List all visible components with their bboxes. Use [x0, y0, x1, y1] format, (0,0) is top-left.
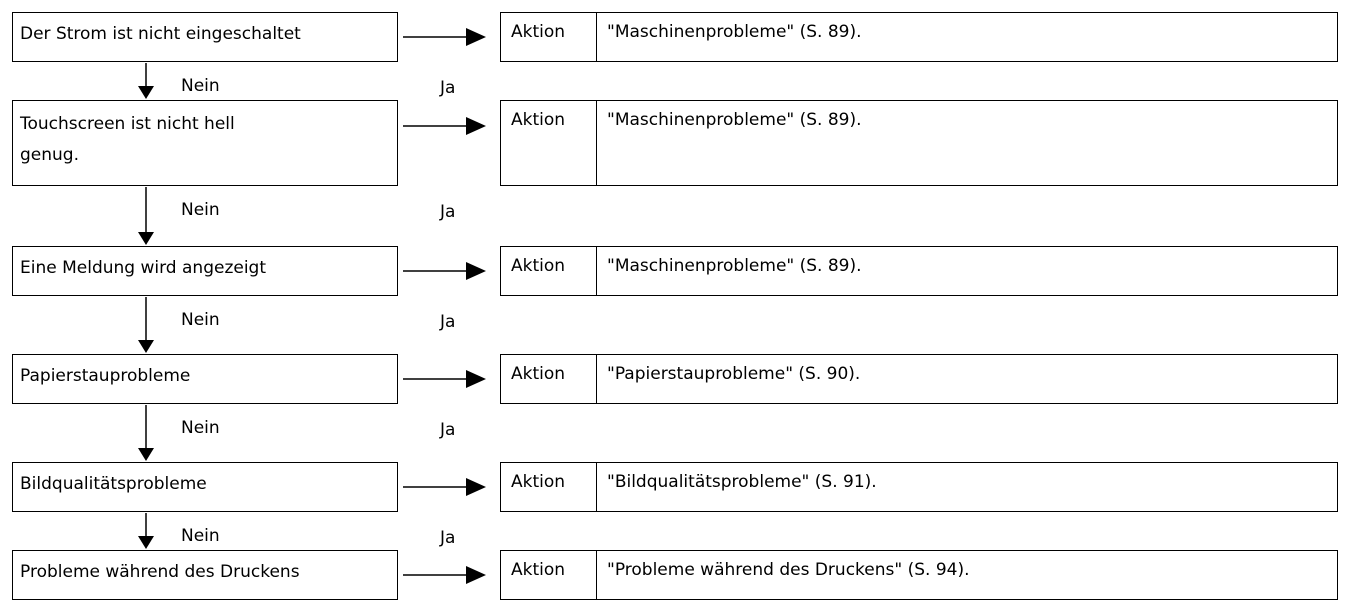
yes-label: Ja — [440, 528, 456, 548]
condition-box-power: Der Strom ist nicht eingeschaltet — [12, 12, 398, 62]
yes-arrow — [403, 566, 486, 584]
condition-text: Papierstauprobleme — [20, 366, 191, 386]
condition-box-paperjam: Papierstauprobleme — [12, 354, 398, 404]
yes-label: Ja — [440, 312, 456, 332]
condition-text: Probleme während des Druckens — [20, 562, 300, 582]
action-label: Aktion — [501, 101, 597, 185]
condition-box-touchscreen: Touchscreen ist nicht hell genug. — [12, 100, 398, 186]
no-label: Nein — [181, 200, 220, 220]
no-label: Nein — [181, 310, 220, 330]
yes-arrow — [403, 370, 486, 388]
no-label: Nein — [181, 526, 220, 546]
action-box-message: Aktion "Maschinenprobleme" (S. 89). — [500, 246, 1338, 296]
yes-arrow — [403, 478, 486, 496]
yes-arrow — [403, 117, 486, 135]
condition-text: Bildqualitätsprobleme — [20, 474, 207, 494]
condition-box-message: Eine Meldung wird angezeigt — [12, 246, 398, 296]
no-label: Nein — [181, 418, 220, 438]
yes-arrow — [403, 262, 486, 280]
action-label: Aktion — [501, 13, 597, 61]
action-label: Aktion — [501, 247, 597, 295]
yes-label: Ja — [440, 78, 456, 98]
condition-text: Touchscreen ist nicht hell genug. — [20, 114, 235, 165]
action-reference: "Probleme während des Druckens" (S. 94). — [607, 560, 970, 580]
no-arrow — [138, 405, 154, 461]
action-box-printing: Aktion "Probleme während des Druckens" (… — [500, 550, 1338, 600]
action-label: Aktion — [501, 355, 597, 403]
condition-box-printing: Probleme während des Druckens — [12, 550, 398, 600]
action-box-imagequality: Aktion "Bildqualitätsprobleme" (S. 91). — [500, 462, 1338, 512]
action-reference: "Maschinenprobleme" (S. 89). — [607, 22, 862, 42]
no-arrow — [138, 63, 154, 99]
yes-label: Ja — [440, 420, 456, 440]
no-arrow — [138, 297, 154, 353]
action-reference: "Maschinenprobleme" (S. 89). — [607, 256, 862, 276]
action-label: Aktion — [501, 463, 597, 511]
action-reference: "Bildqualitätsprobleme" (S. 91). — [607, 472, 877, 492]
condition-text: Der Strom ist nicht eingeschaltet — [20, 24, 301, 44]
condition-box-imagequality: Bildqualitätsprobleme — [12, 462, 398, 512]
action-box-paperjam: Aktion "Papierstauprobleme" (S. 90). — [500, 354, 1338, 404]
action-box-touchscreen: Aktion "Maschinenprobleme" (S. 89). — [500, 100, 1338, 186]
yes-label: Ja — [440, 202, 456, 222]
no-arrow — [138, 513, 154, 549]
action-reference: "Maschinenprobleme" (S. 89). — [607, 110, 862, 130]
no-arrow — [138, 187, 154, 245]
no-label: Nein — [181, 76, 220, 96]
yes-arrow — [403, 28, 486, 46]
action-box-power: Aktion "Maschinenprobleme" (S. 89). — [500, 12, 1338, 62]
action-label: Aktion — [501, 551, 597, 599]
condition-text: Eine Meldung wird angezeigt — [20, 258, 267, 278]
action-reference: "Papierstauprobleme" (S. 90). — [607, 364, 861, 384]
